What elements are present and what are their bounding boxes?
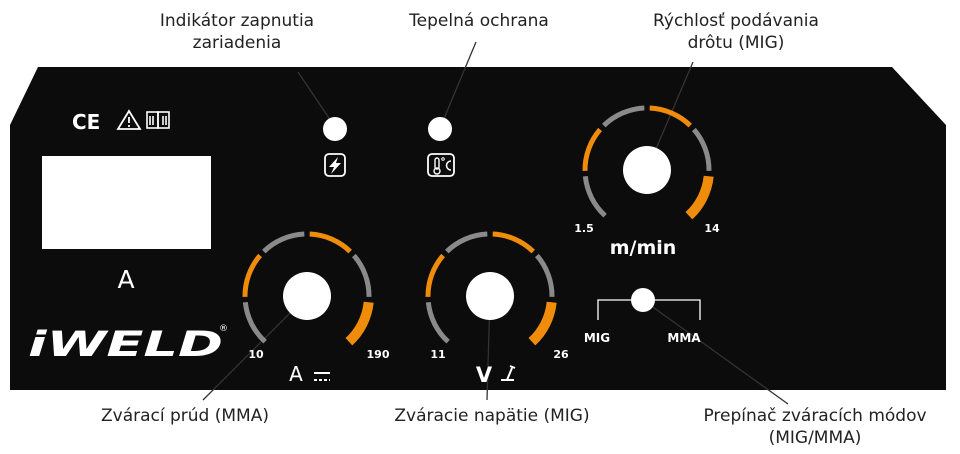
thermal-indicator-led (428, 117, 452, 141)
callout-switch-line1: Prepínač zváracích módov (703, 406, 927, 426)
wire-scale-seg-3 (602, 105, 645, 128)
lightning-icon (324, 153, 346, 177)
voltage-scale-seg-1 (425, 301, 450, 344)
voltage-scale-seg-5 (534, 253, 555, 297)
current-scale-seg-1 (242, 301, 267, 344)
leader-thermal (442, 41, 477, 122)
voltage-scale-seg-6 (528, 301, 557, 346)
leader-current (202, 295, 308, 401)
wire-speed-knob[interactable] (623, 146, 671, 194)
switch-mma-label: MMA (667, 331, 701, 345)
thermometer-icon (427, 153, 455, 177)
switch-mig-label: MIG (584, 331, 610, 345)
power-indicator-led (323, 117, 347, 141)
wire-speed-knob-scale (582, 105, 714, 220)
callout-thermal-protection: Tepelná ochrana (384, 10, 574, 32)
voltage-min-label: 11 (430, 348, 445, 361)
warning-triangle-icon (116, 109, 142, 130)
voltage-scale-seg-2 (425, 253, 446, 297)
wire-scale-seg-1 (582, 175, 607, 218)
callout-welding-voltage: Zváracie napätie (MIG) (362, 405, 622, 427)
current-scale-seg-4 (309, 231, 352, 254)
wire-scale-seg-4 (649, 105, 692, 128)
callout-switch-line2: (MIG/MMA) (768, 428, 862, 448)
registered-mark: ® (219, 324, 228, 334)
mig-torch-icon (501, 365, 516, 381)
wire-scale-seg-2 (582, 127, 603, 171)
wire-scale-seg-6 (685, 175, 714, 220)
leader-power (297, 71, 332, 122)
wire-scale-seg-5 (691, 127, 712, 171)
current-display (42, 156, 211, 249)
wire-unit-label: m/min (610, 237, 677, 259)
callout-current-line: Zvárací prúd (MMA) (101, 406, 269, 426)
voltage-scale-seg-3 (445, 231, 488, 254)
current-scale-seg-5 (351, 253, 372, 297)
callout-wire-line1: Rýchlosť podávania (653, 11, 819, 31)
brand-logo: iWELD ® (28, 324, 228, 365)
callout-wire-speed: Rýchlosť podávania drôtu (MIG) (631, 10, 841, 54)
dc-current-icon (314, 372, 330, 381)
voltage-max-label: 26 (553, 348, 569, 361)
current-scale-seg-3 (262, 231, 305, 254)
voltage-scale-seg-4 (492, 231, 535, 254)
callout-power-indicator: Indikátor zapnutia zariadenia (127, 10, 347, 54)
mode-switch-knob[interactable] (631, 288, 655, 312)
manual-book-icon (146, 111, 170, 129)
ce-mark-icon: CE (72, 110, 100, 134)
brand-text: iWELD (28, 325, 223, 365)
current-scale-seg-6 (345, 301, 374, 346)
current-knob[interactable] (283, 272, 331, 320)
callout-power-line1: Indikátor zapnutia (159, 11, 315, 31)
display-unit-label: A (117, 265, 134, 294)
current-scale-seg-2 (242, 253, 263, 297)
voltage-knob-scale (425, 231, 557, 346)
wire-max-label: 14 (704, 222, 720, 235)
callout-wire-line2: drôtu (MIG) (687, 33, 785, 53)
voltage-unit-label: V (476, 363, 493, 387)
current-min-label: 10 (248, 348, 264, 361)
leader-switch (642, 299, 789, 405)
current-max-label: 190 (367, 348, 390, 361)
current-knob-scale (242, 231, 374, 346)
callout-power-line2: zariadenia (192, 33, 282, 53)
callout-thermal-line: Tepelná ochrana (409, 11, 549, 31)
callout-mode-switch: Prepínač zváracích módov (MIG/MMA) (665, 405, 960, 449)
callout-welding-current: Zvárací prúd (MMA) (65, 405, 305, 427)
callout-voltage-line: Zváracie napätie (MIG) (394, 406, 590, 426)
wire-min-label: 1.5 (574, 222, 594, 235)
current-unit-label: A (289, 362, 303, 386)
voltage-knob[interactable] (466, 272, 514, 320)
